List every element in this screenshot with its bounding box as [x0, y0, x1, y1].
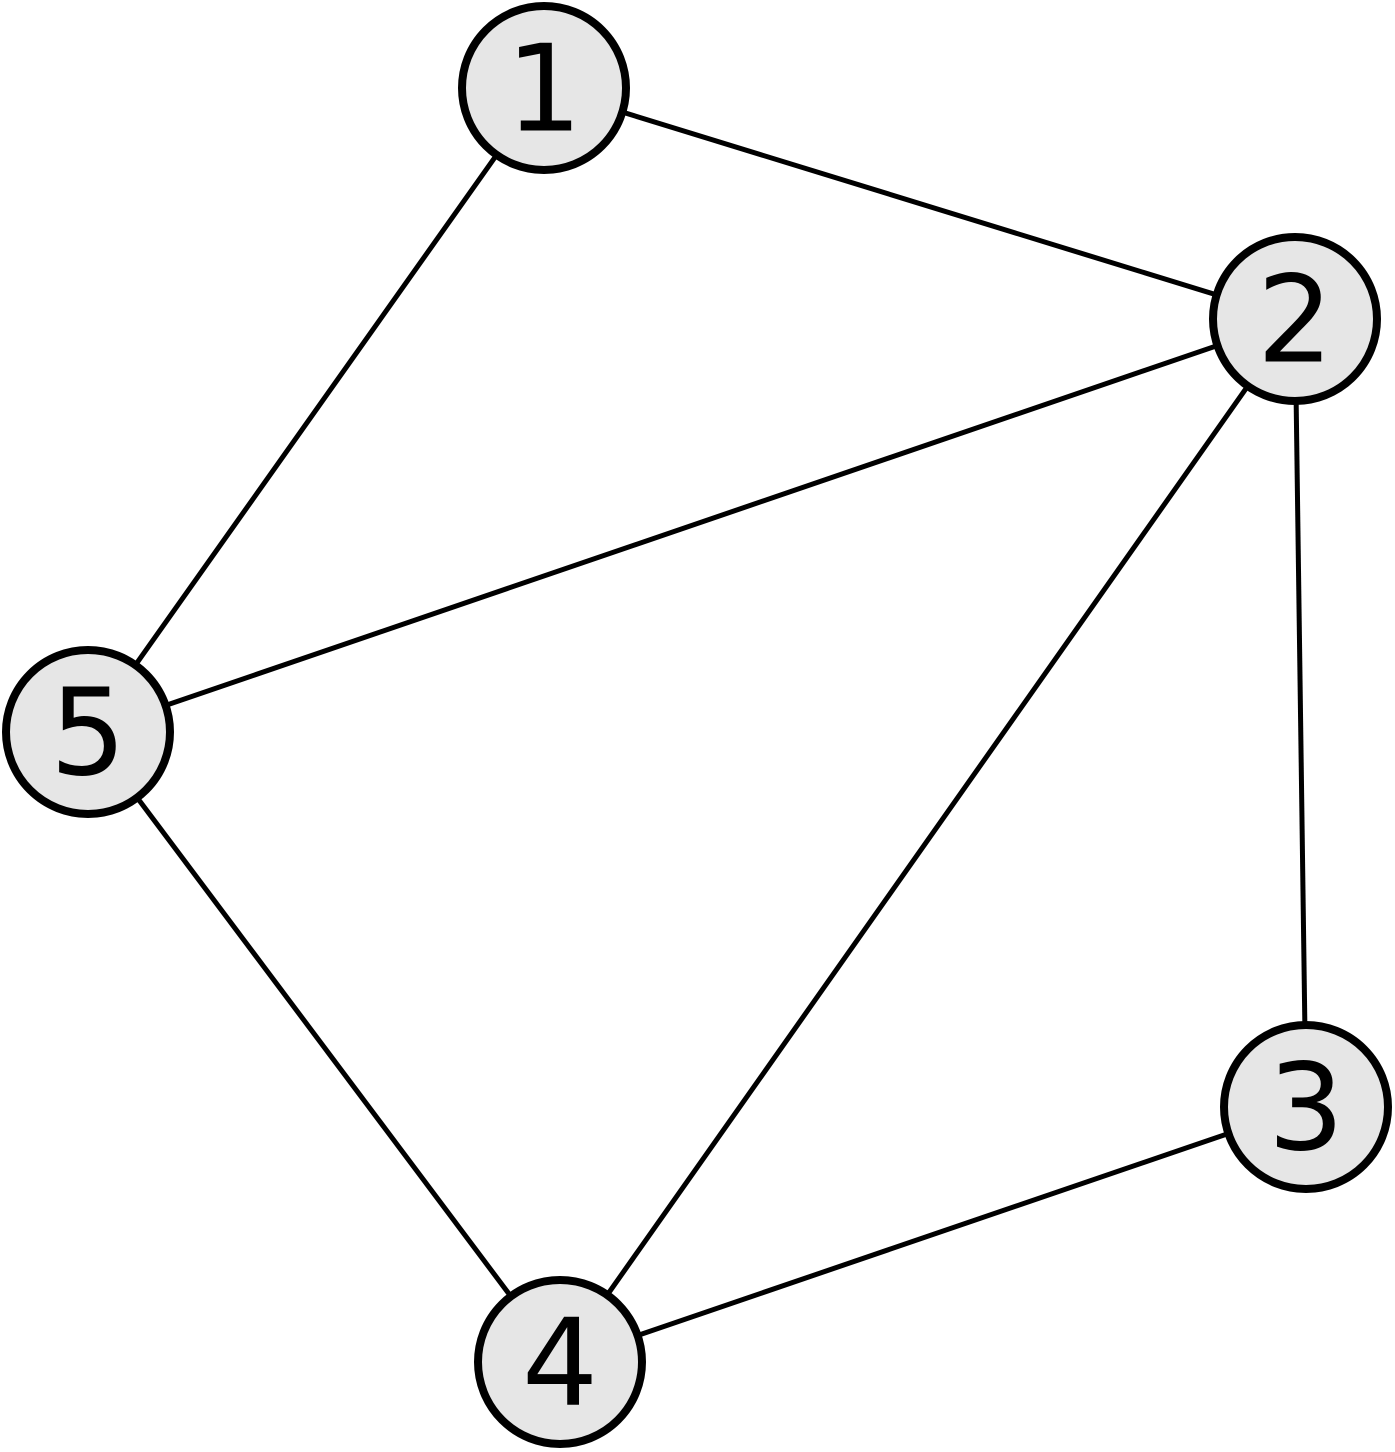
node-4: 4: [474, 1276, 646, 1448]
node-label: 1: [506, 21, 582, 160]
node-label: 4: [522, 1295, 598, 1434]
node-circle: [2, 646, 174, 818]
node-label: 2: [1257, 252, 1333, 391]
node-3: 3: [1220, 1021, 1392, 1193]
node-2: 2: [1209, 233, 1381, 405]
edge-2-3: [1292, 318, 1309, 1108]
edge-1-2: [543, 85, 1296, 322]
node-circle: [474, 1276, 646, 1448]
node-5: 5: [2, 646, 174, 818]
edges-layer: [85, 85, 1309, 1365]
node-circle: [1209, 233, 1381, 405]
edge-1-5: [85, 86, 547, 734]
node-1: 1: [458, 2, 630, 174]
edge-3-4: [559, 1104, 1307, 1365]
node-circle: [1220, 1021, 1392, 1193]
node-label: 5: [50, 665, 126, 804]
edge-2-4: [557, 317, 1298, 1364]
node-label: 3: [1268, 1040, 1344, 1179]
edge-5-4: [85, 730, 563, 1364]
node-circle: [458, 2, 630, 174]
edge-2-5: [87, 316, 1296, 735]
